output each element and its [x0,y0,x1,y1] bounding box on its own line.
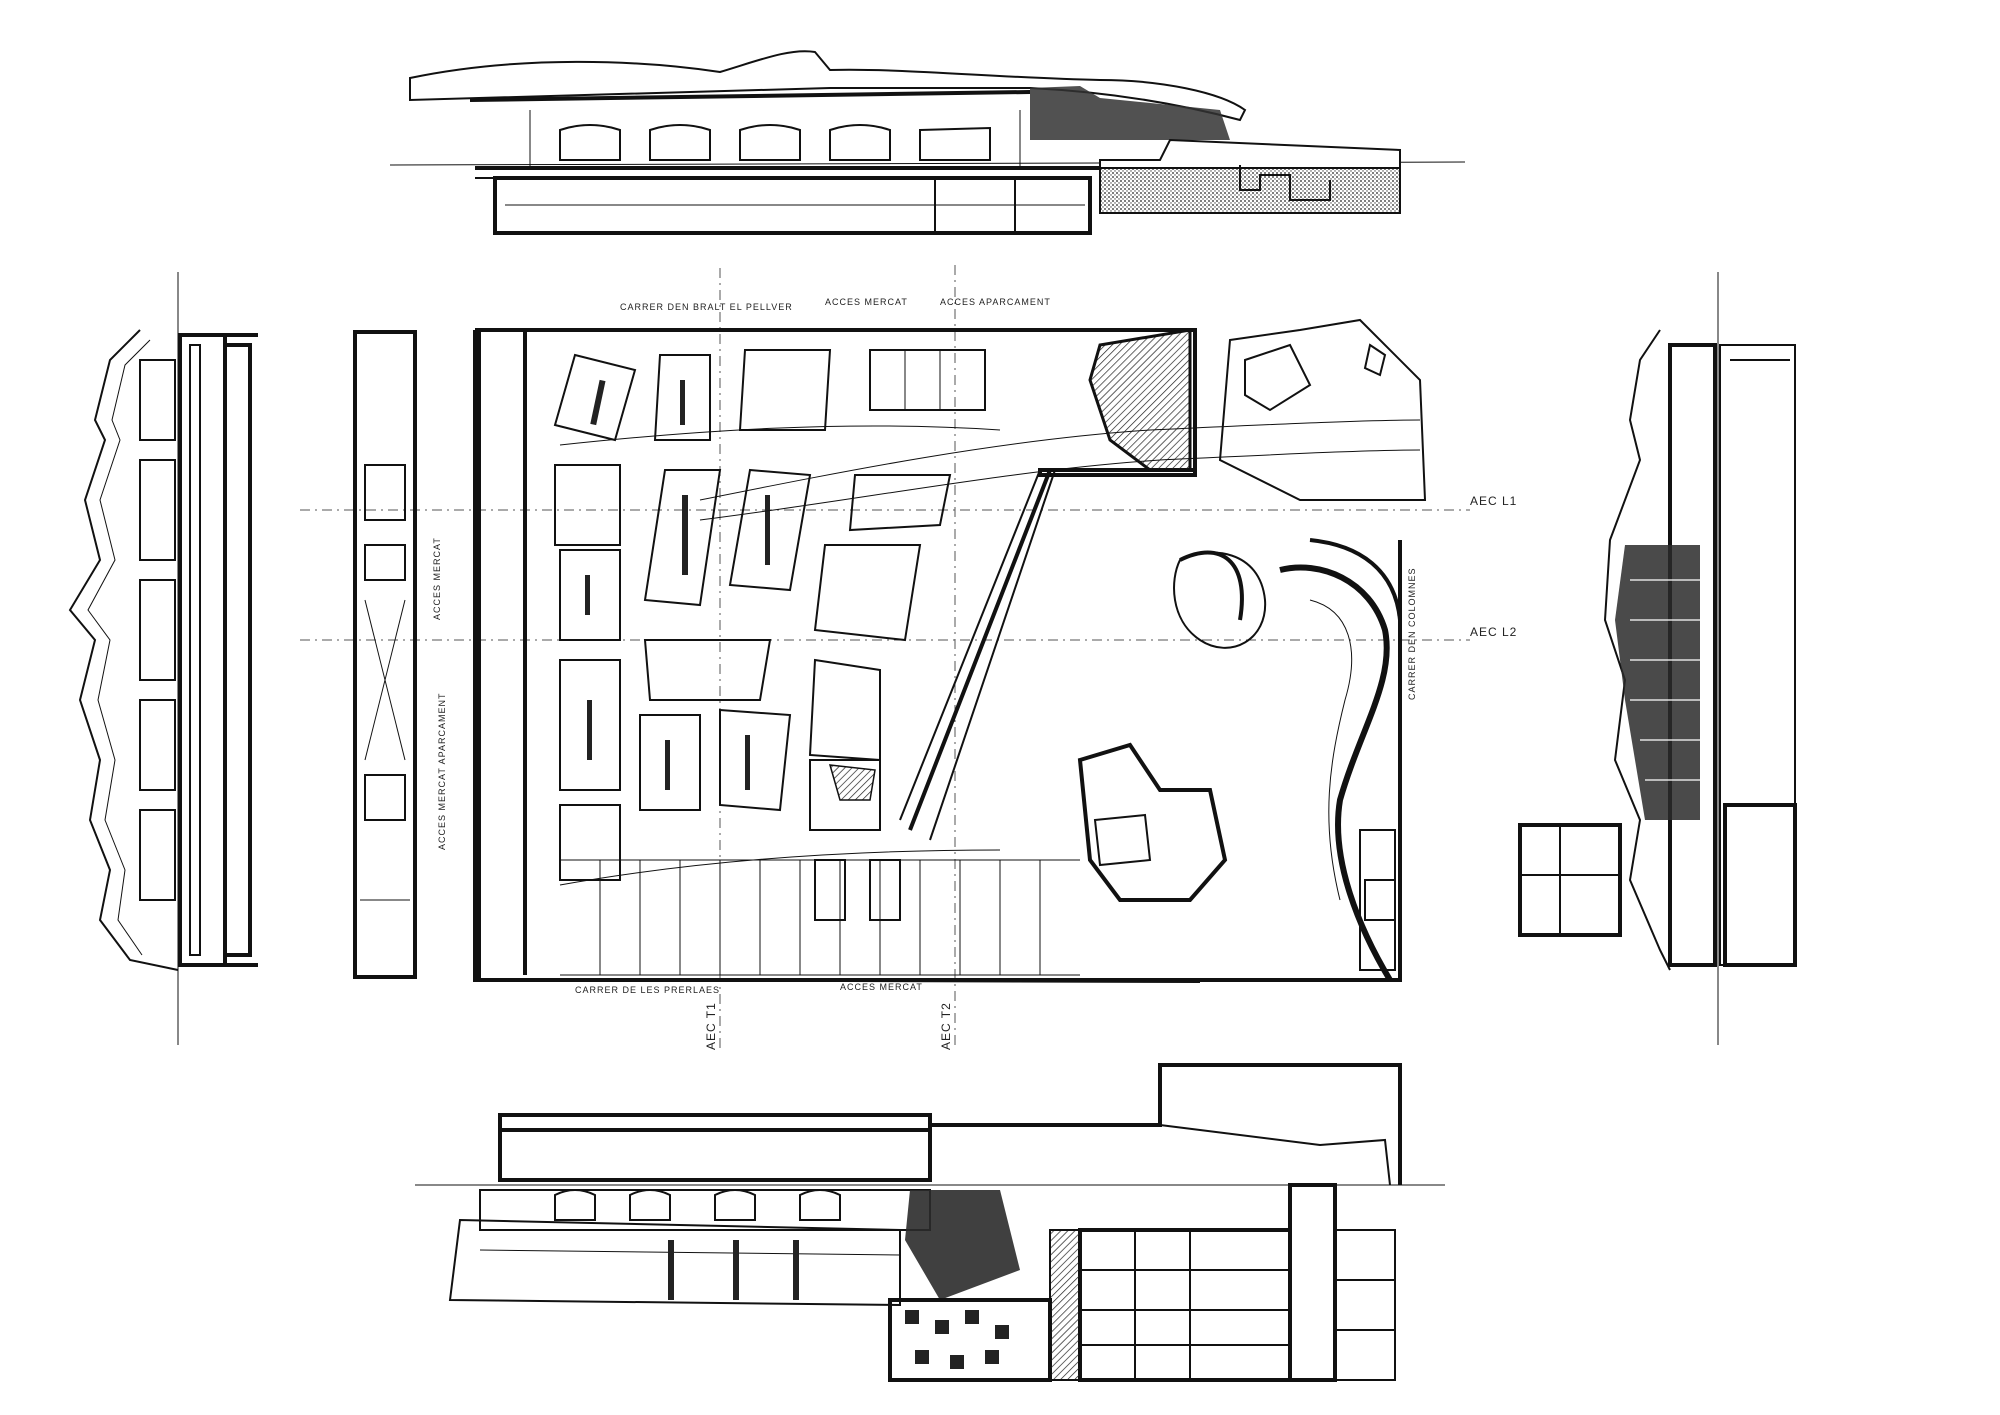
floor-plan: CARRER DEN BRALT EL PELLVER ACCES MERCAT… [300,265,1517,1050]
access-label-top-1: ACCES MERCAT [825,297,908,307]
left-section-bays [139,359,176,901]
street-label-bottom: CARRER DE LES PRERLAES [575,985,720,995]
top-section-stalls [529,110,1021,168]
plan-curved-wall [1279,564,1393,982]
section-marker-l1: AEC L1 [1470,494,1517,508]
right-section-elevation [1518,272,1797,1045]
left-section-elevation [68,272,258,1045]
access-label-left-2: ACCES MERCAT APARCAMENT [437,692,447,850]
section-marker-t1: AEC T1 [704,1002,718,1050]
street-label-right: CARRER DEN COLOMNES [1407,567,1417,700]
access-label-bottom: ACCES MERCAT [840,982,923,992]
plan-stall-grid [553,349,952,881]
street-label-top: CARRER DEN BRALT EL PELLVER [620,302,793,312]
plan-bottom-stalls [560,859,1080,976]
plan-outline [473,328,1402,982]
bottom-section-stalls [448,1189,931,1307]
section-marker-l2: AEC L2 [1470,625,1517,639]
bottom-section-elevation [415,1063,1445,1382]
plan-stair-core [1088,328,1192,472]
access-label-top-2: ACCES APARCAMENT [940,297,1051,307]
top-section-elevation [389,50,1466,235]
plan-left-strip [353,330,417,979]
plan-service-core [869,349,986,411]
section-marker-t2: AEC T2 [939,1002,953,1050]
access-label-left: ACCES MERCAT [432,537,442,620]
